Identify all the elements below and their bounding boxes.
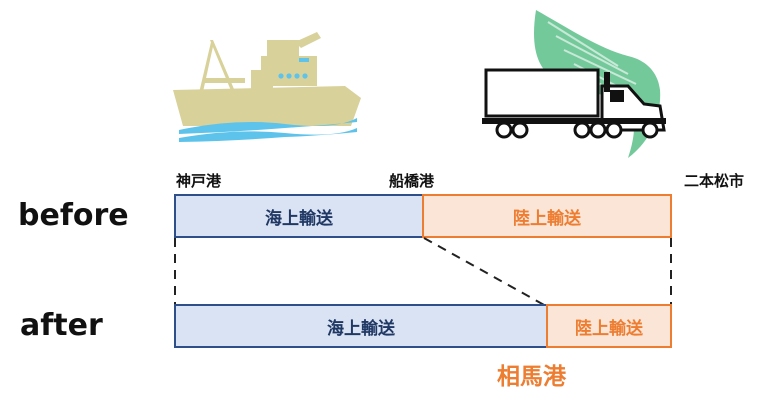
after-sea-label: 海上輸送 [327,318,395,339]
before-sea-label: 海上輸送 [265,208,333,229]
after-sea-segment: 海上輸送 [174,304,548,348]
truck-icon [482,10,666,158]
after-land-label: 陸上輸送 [575,318,643,339]
before-label: before [18,198,129,233]
port-label-funabashi: 船橋港 [389,172,435,190]
ship-icon [173,32,361,142]
port-label-kobe: 神戸港 [176,172,222,190]
before-land-segment: 陸上輸送 [422,194,672,238]
after-label: after [20,308,103,343]
before-land-label: 陸上輸送 [513,208,581,229]
port-label-soma: 相馬港 [497,364,566,390]
port-label-nihonmatsu: 二本松市 [684,172,745,190]
before-sea-segment: 海上輸送 [174,194,424,238]
after-land-segment: 陸上輸送 [546,304,672,348]
dashed-line-diagonal [423,237,547,307]
